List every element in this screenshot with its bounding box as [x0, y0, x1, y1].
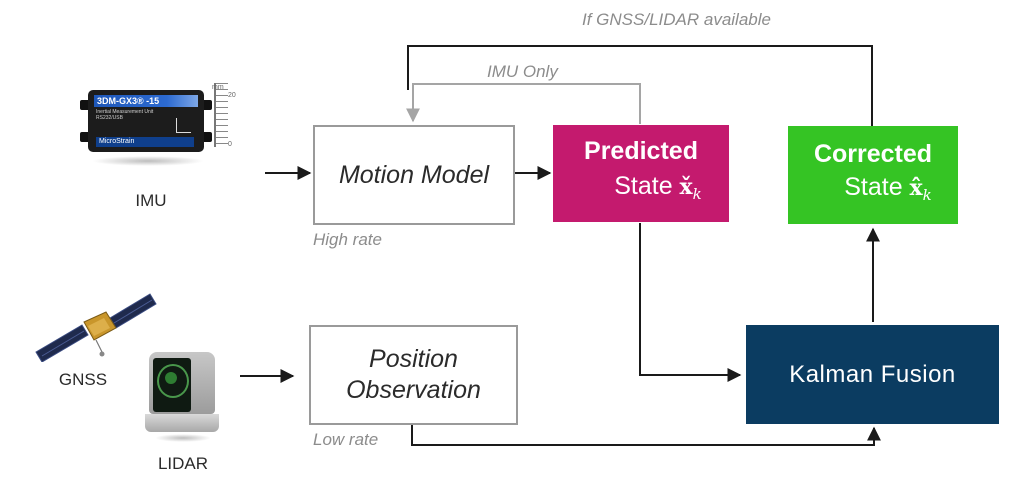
position-observation-line2: Observation — [346, 376, 481, 404]
position-observation-box: Position Observation — [309, 325, 518, 425]
lidar-window — [153, 358, 191, 412]
imu-ruler-unit: mm — [212, 84, 224, 91]
imu-device-image: 3DM-GX3® -15 Inertial Measurement Unit R… — [62, 70, 252, 190]
label-if-available: If GNSS/LIDAR available — [582, 10, 771, 29]
motion-model-box: Motion Model — [313, 125, 515, 225]
arrow-imu-only-feedback — [406, 83, 641, 124]
corrected-state-line: State x̂k — [788, 173, 958, 204]
corrected-subscript: k — [922, 186, 932, 204]
corrected-title: Corrected — [813, 140, 933, 168]
predicted-state-line: State x̌k — [553, 172, 729, 203]
predicted-state-word: State — [614, 172, 673, 200]
motion-model-label: Motion Model — [338, 160, 490, 189]
predicted-subscript: k — [692, 185, 702, 203]
gnss-label: GNSS — [58, 370, 108, 389]
imu-brand-band: MicroStrain — [96, 137, 194, 147]
imu-text-2: RS232/USB — [96, 115, 123, 121]
predicted-state-box: Predicted State x̌k — [553, 125, 729, 222]
imu-text-1: Inertial Measurement Unit — [96, 109, 154, 115]
lidar-reflection — [157, 364, 189, 398]
label-low-rate: Low rate — [313, 430, 379, 449]
predicted-title: Predicted — [584, 137, 698, 165]
imu-label: IMU — [135, 191, 167, 210]
arrow-predicted-to-kalman — [639, 223, 742, 382]
label-high-rate: High rate — [313, 230, 382, 249]
corrected-state-word: State — [844, 173, 903, 201]
imu-axis-icon — [176, 118, 191, 133]
predicted-symbol: x̌ — [679, 174, 693, 200]
imu-ruler-max: 20 — [228, 92, 236, 99]
corrected-symbol: x̂ — [909, 175, 923, 201]
gnss-satellite-image — [35, 293, 157, 362]
position-observation-line1: Position — [369, 345, 458, 373]
kalman-fusion-label: Kalman Fusion — [789, 360, 956, 388]
lidar-shadow — [155, 434, 211, 442]
arrow-observation-to-kalman — [411, 425, 881, 446]
lidar-lens — [165, 372, 177, 384]
imu-model-band: 3DM-GX3® -15 — [94, 95, 198, 107]
imu-ruler-min: 0 — [228, 141, 232, 148]
imu-body: 3DM-GX3® -15 Inertial Measurement Unit R… — [88, 90, 204, 152]
corrected-state-box: Corrected State x̂k — [788, 126, 958, 224]
label-imu-only: IMU Only — [487, 62, 558, 81]
arrow-corrected-feedback — [407, 45, 873, 126]
lidar-image — [139, 352, 225, 446]
kalman-fusion-box: Kalman Fusion — [746, 325, 999, 424]
lidar-base — [145, 414, 219, 432]
imu-shadow — [92, 156, 204, 166]
lidar-label: LIDAR — [157, 454, 209, 473]
imu-ruler — [214, 83, 228, 147]
